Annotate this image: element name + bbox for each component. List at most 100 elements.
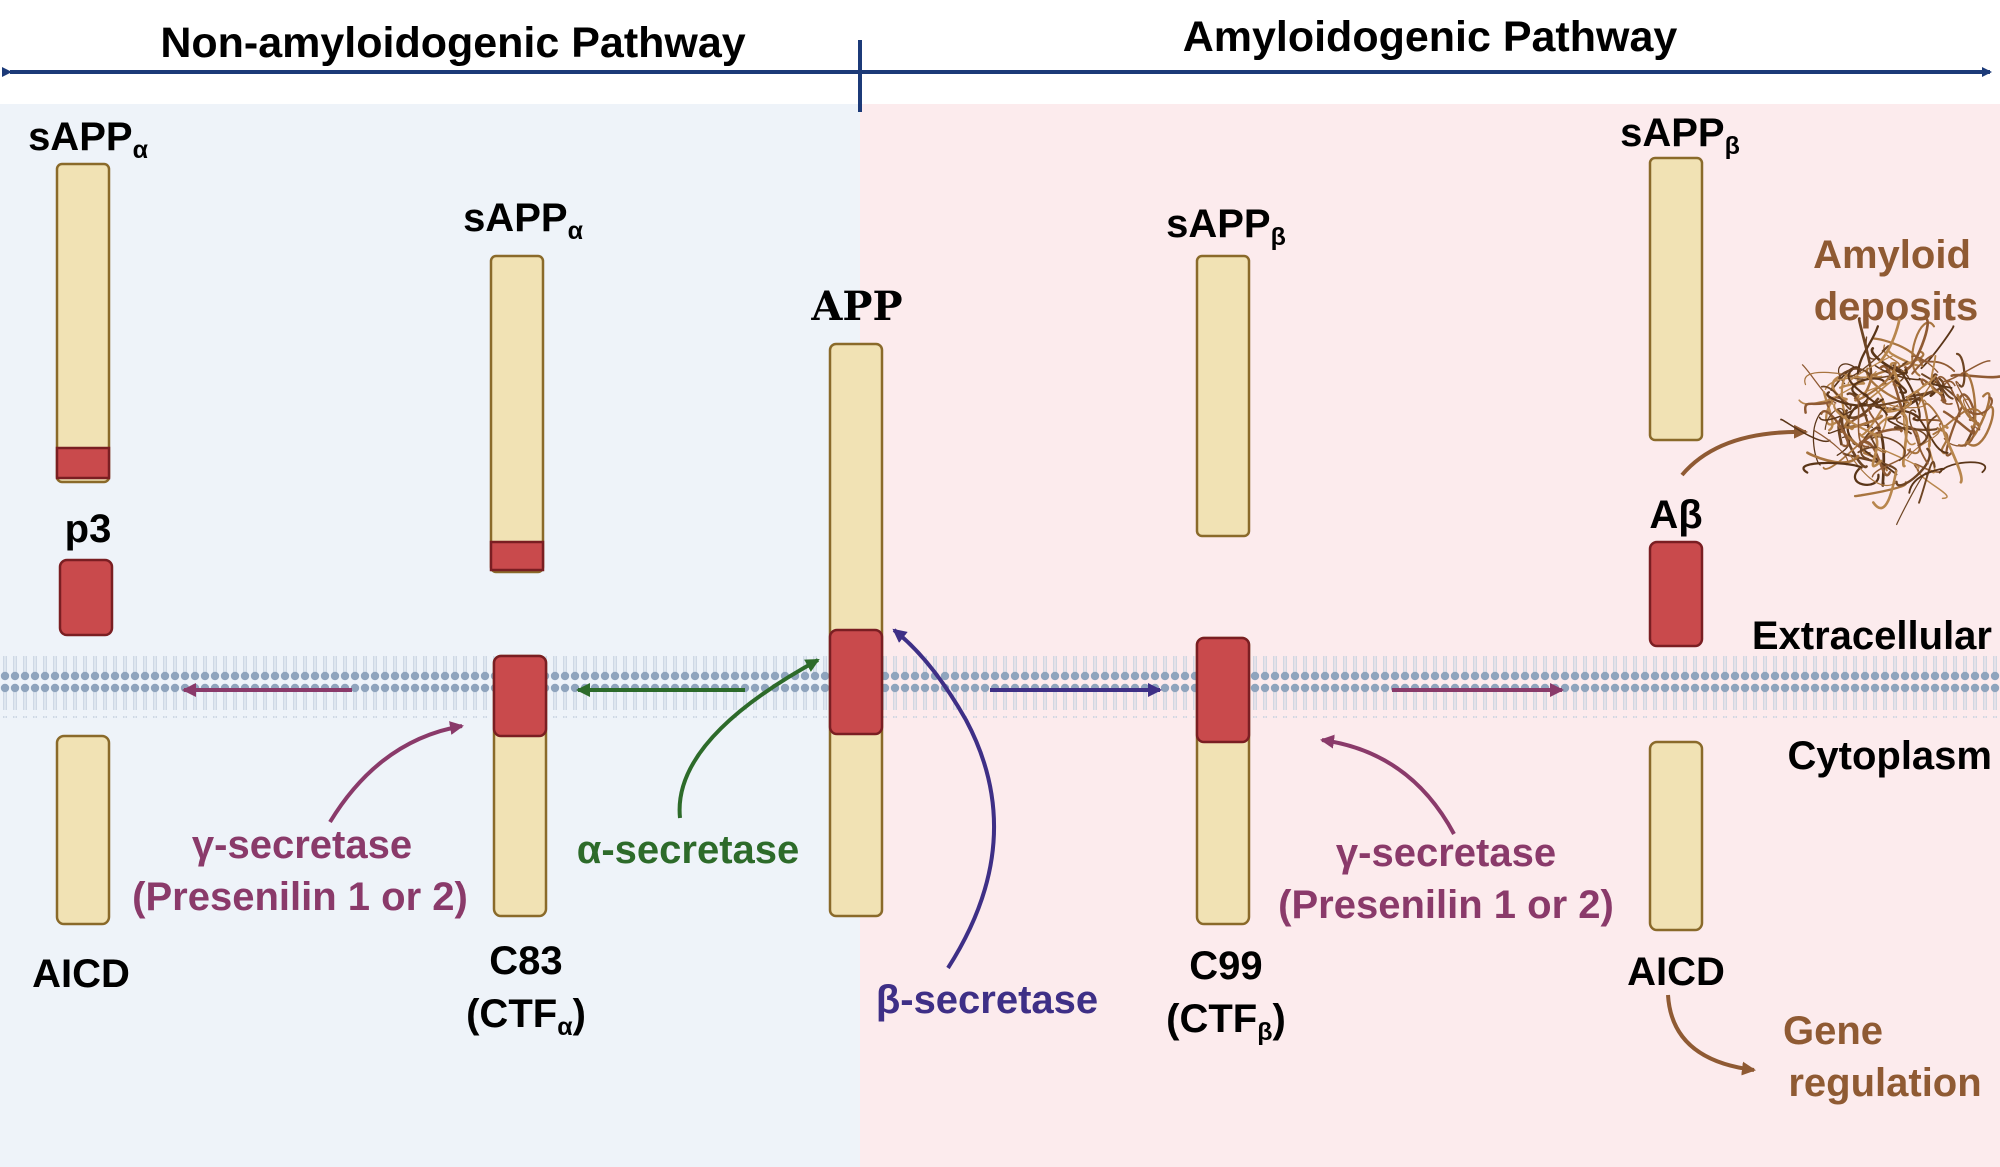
c99-label: C99	[1189, 944, 1262, 988]
aicd-left-fragment	[55, 734, 111, 926]
amyloid-fibril-strand	[1888, 399, 1927, 409]
amyloid-fibril-strand	[1780, 418, 1831, 443]
amyloid-fibril-strand	[1931, 380, 1953, 389]
amyloid-fibril-strand	[1911, 355, 1939, 373]
amyloid-fibril-strand	[1849, 345, 1890, 378]
amyloid-fibril-strand	[1895, 447, 1931, 487]
amyloid-fibril-strand	[1955, 380, 1981, 431]
ctf-alpha-label: (CTFα)	[466, 992, 586, 1041]
amyloid-fibril-strand	[1849, 454, 1896, 486]
amyloid-fibril-strand	[1854, 362, 1897, 402]
amyloid-fibril-strand	[1889, 362, 1901, 387]
non-amyloidogenic-panel	[0, 104, 860, 1167]
amyloid-deposits-label-line2: deposits	[1814, 285, 1978, 329]
amyloid-fibril-strand	[1871, 448, 1911, 478]
amyloid-fibril-strand	[1872, 469, 1898, 510]
amyloid-fibril-strand	[1853, 397, 1870, 448]
gamma-right-curved-arrow	[1320, 734, 1456, 835]
aicd-right-fragment	[1648, 740, 1704, 932]
aicd-left-label: AICD	[32, 952, 130, 996]
amyloid-fibril-strand	[1798, 399, 1834, 405]
amyloid-fibril-strand	[1965, 405, 1995, 447]
gamma-left-curved-arrow	[328, 721, 464, 824]
amyloid-fibril-strand	[1913, 463, 1943, 473]
amyloid-fibril-strand	[1836, 436, 1851, 456]
c99-fragment	[1195, 636, 1251, 926]
aicd-right-label: AICD	[1627, 950, 1725, 994]
amyloid-fibril-strand	[1804, 371, 1864, 386]
amyloid-fibril-strand	[1919, 358, 1956, 373]
amyloid-fibril-strand	[1865, 397, 1921, 407]
sapp-alpha-left	[55, 162, 111, 484]
alpha-secretase-curved-arrow	[677, 658, 820, 819]
amyloid-fibril-strand	[1917, 381, 1936, 409]
extracellular-label: Extracellular	[1752, 614, 1992, 658]
amyloid-fibril-strand	[1872, 337, 1924, 368]
app-protein	[828, 342, 884, 918]
gamma-left-label-line1: γ-secretase	[192, 823, 412, 867]
abeta-label: Aβ	[1649, 493, 1702, 537]
alpha-secretase-label: α-secretase	[577, 828, 800, 872]
amyloid-fibril-strand	[1824, 407, 1845, 431]
c83-fragment	[492, 654, 548, 918]
gamma-right-label-line1: γ-secretase	[1336, 831, 1556, 875]
amyloid-fibril-strand	[1879, 364, 1906, 418]
ctf-beta-label: (CTFβ)	[1166, 997, 1286, 1046]
amyloid-fibril-strand	[1900, 412, 1909, 468]
gamma-left-label-line2: (Presenilin 1 or 2)	[132, 875, 468, 919]
amyloid-fibril-strand	[1962, 396, 1993, 416]
gamma-right-label-line2: (Presenilin 1 or 2)	[1278, 883, 1614, 927]
amyloid-fibril-strand	[1907, 424, 1942, 459]
amyloid-fibril-strand	[1857, 435, 1878, 454]
amyloid-fibril-strand	[1923, 402, 1945, 432]
cell-membrane	[0, 656, 2000, 718]
amyloid-fibril-strand	[1847, 355, 1893, 386]
amyloid-fibril-strand	[1942, 410, 1976, 435]
amyloidogenic-panel	[860, 104, 2000, 1167]
amyloid-fibril-strand	[1886, 399, 1913, 413]
amyloid-fibril-strand	[1820, 410, 1850, 448]
beta-secretase-label: β-secretase	[876, 978, 1098, 1022]
amyloid-fibril-strand	[1911, 354, 1934, 375]
amyloid-fibril-strand	[1840, 372, 1855, 431]
c83-label: C83	[489, 939, 562, 983]
amyloid-fibril-strand	[1957, 392, 1991, 447]
amyloid-fibril-strand	[1955, 352, 1966, 388]
amyloid-fibril-strand	[1950, 373, 2000, 379]
amyloid-fibril-strand	[1833, 403, 1882, 437]
sapp-alpha-left-label: sAPPα	[28, 115, 149, 164]
gene-regulation-label-line2: regulation	[1788, 1061, 1981, 1105]
amyloid-fibril-strand	[1802, 461, 1863, 474]
amyloid-fibril-strand	[1963, 398, 1981, 428]
sapp-alpha-mid-label: sAPPα	[463, 196, 584, 245]
amyloid-fibril-strand	[1851, 377, 1887, 397]
sapp-beta-mid	[1195, 254, 1251, 538]
app-label: APP	[810, 283, 902, 330]
amyloidogenic-title: Amyloidogenic Pathway	[1183, 13, 1678, 61]
amyloid-fibril-strand	[1911, 413, 1949, 454]
non-amyloidogenic-title: Non-amyloidogenic Pathway	[160, 19, 745, 67]
amyloid-curved-arrow	[1680, 424, 1808, 477]
amyloid-fibril-strand	[1870, 347, 1908, 375]
amyloid-fibril-strand	[1820, 385, 1852, 410]
amyloid-fibril-strand	[1905, 374, 1937, 400]
amyloid-fibril-strand	[1908, 467, 1945, 494]
amyloid-fibril-strand	[1941, 424, 1963, 484]
amyloid-fibril-strand	[1853, 466, 1880, 486]
sapp-beta-mid-label: sAPPβ	[1166, 202, 1286, 251]
amyloid-fibril-strand	[1873, 445, 1920, 470]
amyloid-fibril-strand	[1960, 372, 1977, 428]
amyloid-fibril-strand	[1844, 414, 1883, 429]
beta-secretase-curved-arrow	[892, 628, 996, 970]
amyloid-fibril-strand	[1917, 415, 1938, 447]
gene-regulation-label-line1: Gene	[1783, 1009, 1883, 1053]
abeta-fragment	[1648, 540, 1704, 648]
amyloid-fibril-strand	[1903, 397, 1916, 446]
amyloid-fibril-strand	[1932, 374, 1954, 400]
cytoplasm-label: Cytoplasm	[1788, 734, 1993, 778]
sapp-alpha-mid	[489, 254, 545, 574]
amyloid-fibril-strand	[1927, 441, 1936, 474]
amyloid-fibril-strand	[1864, 336, 1876, 360]
amyloid-deposits-label-line1: Amyloid	[1813, 233, 1971, 277]
